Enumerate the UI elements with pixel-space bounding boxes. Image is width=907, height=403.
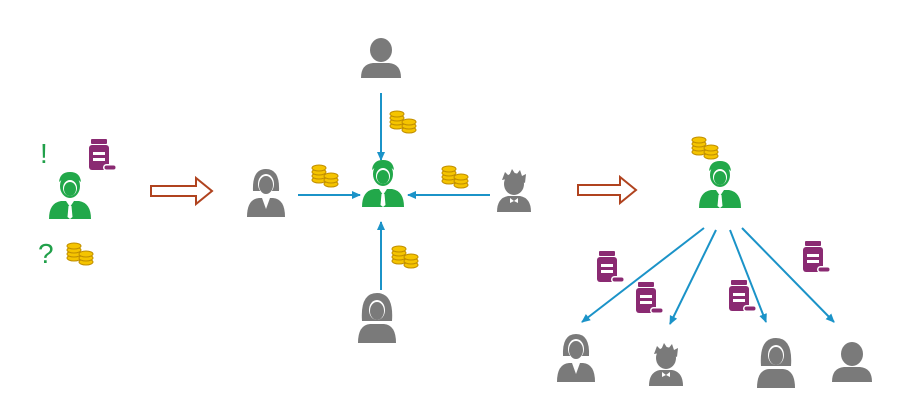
coin-stack-icon xyxy=(66,242,94,266)
coin-stack-icon xyxy=(441,165,469,189)
distribution-arrow xyxy=(729,229,767,323)
coin-stack-icon xyxy=(389,110,417,134)
distribution-panel xyxy=(557,136,872,388)
medicine-bottle-icon xyxy=(636,282,664,314)
next-step-arrow xyxy=(150,175,214,207)
woman-suit-icon xyxy=(557,334,595,382)
coin-stack-icon xyxy=(311,164,339,188)
distribution-arrow xyxy=(741,227,835,323)
woman-icon xyxy=(757,338,795,388)
man-icon xyxy=(832,342,872,382)
distribution-arrow xyxy=(669,229,717,325)
funding-panel xyxy=(247,38,531,343)
medicine-bottle-icon xyxy=(729,280,757,312)
medicine-bottle-icon xyxy=(803,241,831,273)
man-icon xyxy=(361,38,401,78)
green-person-icon xyxy=(699,161,741,208)
distribution-arrow xyxy=(581,227,705,323)
green-person-icon xyxy=(49,172,91,219)
woman-suit-icon xyxy=(247,169,285,217)
medicine-bottle-icon xyxy=(597,251,625,283)
woman-icon xyxy=(358,293,396,343)
boy-icon xyxy=(649,343,683,386)
problem-panel: ! ? xyxy=(38,138,117,269)
next-step-arrow xyxy=(577,174,638,206)
coin-stack-icon xyxy=(691,136,719,160)
medicine-bottle-icon xyxy=(89,139,117,171)
question-mark: ? xyxy=(38,238,54,269)
green-person-icon xyxy=(362,160,404,207)
coin-stack-icon xyxy=(391,245,419,269)
boy-icon xyxy=(497,169,531,212)
exclamation-mark: ! xyxy=(40,138,48,169)
